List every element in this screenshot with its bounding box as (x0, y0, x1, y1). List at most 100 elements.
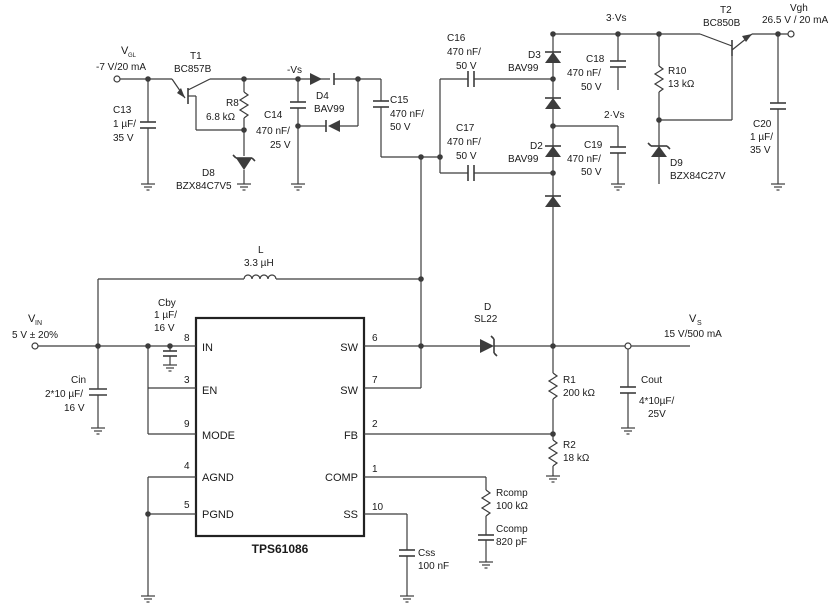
cby-value-2: 16 V (154, 323, 175, 334)
ic-body (194, 316, 366, 538)
c13-value-2: 35 V (113, 133, 134, 144)
t1-part: BC857B (174, 64, 212, 75)
css-value: 100 nF (418, 561, 449, 572)
c18-name: C18 (586, 54, 605, 65)
c19-value-2: 50 V (581, 167, 602, 178)
c20-name: C20 (753, 119, 772, 130)
positive-charge-pump (421, 30, 795, 346)
c16-name: C16 (447, 33, 466, 44)
d8-part: BZX84C7V5 (176, 181, 232, 192)
c20-value-1: 1 µF/ (750, 132, 773, 143)
pin-label-en: EN (202, 385, 217, 397)
cout-value-2: 25V (648, 409, 666, 420)
c19-value-1: 470 nF/ (567, 154, 601, 165)
d9-name: D9 (670, 158, 683, 169)
pin-label-sw7: SW (340, 385, 358, 397)
pin-number-6: 6 (372, 333, 378, 344)
pin-label-comp: COMP (325, 472, 358, 484)
vgh-name: Vgh (790, 3, 808, 14)
c17-name: C17 (456, 123, 475, 134)
d2-name: D2 (530, 141, 543, 152)
pin-number-7: 7 (372, 375, 378, 386)
c20-value-2: 35 V (750, 145, 771, 156)
c15-value-1: 470 nF/ (390, 109, 424, 120)
r8-value: 6.8 kΩ (206, 112, 236, 123)
c14-name: C14 (264, 110, 283, 121)
diode-d-value: SL22 (474, 314, 498, 325)
diode-d-name: D (484, 302, 491, 313)
d4-part: BAV99 (314, 104, 345, 115)
inductor-value: 3.3 µH (244, 258, 274, 269)
ground-symbols (91, 183, 785, 603)
r10-value: 13 kΩ (668, 79, 695, 90)
t1-name: T1 (190, 51, 202, 62)
vgh-terminal (787, 30, 795, 38)
d3-name: D3 (528, 50, 541, 61)
compensation-network (364, 476, 494, 562)
cout-name: Cout (641, 375, 662, 386)
pin-label-ss: SS (343, 509, 358, 521)
c13-value-1: 1 µF/ (113, 119, 136, 130)
r8-name: R8 (226, 98, 239, 109)
soft-start-network (364, 513, 415, 596)
t2-name: T2 (720, 5, 732, 16)
c14-value-1: 470 nF/ (256, 126, 290, 137)
pin-number-2: 2 (372, 419, 378, 430)
pin-number-1: 1 (372, 464, 378, 475)
pin-number-4: 4 (184, 461, 190, 472)
d2-part: BAV99 (508, 154, 539, 165)
c15-name: C15 (390, 95, 409, 106)
inductor-name: L (258, 245, 264, 256)
vgl-terminal (113, 75, 121, 83)
cby-name: Cby (158, 298, 176, 309)
cby-value-1: 1 µF/ (154, 310, 177, 321)
c14-value-2: 25 V (270, 140, 291, 151)
vs-terminal (624, 342, 632, 350)
vin-value: 5 V ± 20% (12, 330, 58, 341)
r1-name: R1 (563, 375, 576, 386)
pin-number-5: 5 (184, 500, 190, 511)
pin-label-agnd: AGND (202, 472, 234, 484)
capacitor-cout (620, 349, 636, 428)
d8-name: D8 (202, 168, 215, 179)
c17-value-1: 470 nF/ (447, 137, 481, 148)
pin-label-in: IN (202, 342, 213, 354)
vin-terminal (31, 342, 39, 350)
pin-label-mode: MODE (202, 430, 235, 442)
inductor-l (243, 154, 480, 389)
vgl-value: -7 V/20 mA (96, 62, 146, 73)
vgh-value: 26.5 V / 20 mA (762, 15, 828, 26)
vs-label-sub: S (697, 320, 702, 327)
ground-pins (145, 476, 196, 596)
rcomp-value: 100 kΩ (496, 501, 528, 512)
cin-value-2: 16 V (64, 403, 85, 414)
c15-value-2: 50 V (390, 122, 411, 133)
pin-number-10: 10 (372, 502, 384, 513)
two-vs-label: 2·Vs (604, 110, 625, 121)
neg-vs-label: -Vs (287, 65, 302, 76)
d9-part: BZX84C27V (670, 171, 726, 182)
ccomp-name: Ccomp (496, 524, 528, 535)
r10-name: R10 (668, 66, 687, 77)
pin-label-fb: FB (344, 430, 358, 442)
t2-part: BC850B (703, 18, 741, 29)
r2-name: R2 (563, 440, 576, 451)
vin-label-sub: IN (35, 320, 42, 327)
schottky-diode-d (480, 335, 690, 357)
negative-rail (113, 73, 421, 184)
pin-label-pgnd: PGND (202, 509, 234, 521)
vgl-label-sub: GL (128, 53, 137, 59)
vs-label: V (689, 313, 697, 325)
css-name: Css (418, 548, 435, 559)
c17-value-2: 50 V (456, 151, 477, 162)
pin-number-3: 3 (184, 375, 190, 386)
r2-value: 18 kΩ (563, 453, 590, 464)
c19-name: C19 (584, 140, 603, 151)
c18-value-2: 50 V (581, 82, 602, 93)
cout-value-1: 4*10µF/ (639, 396, 674, 407)
d4-name: D4 (316, 91, 329, 102)
feedback-divider (364, 346, 559, 476)
cin-value-1: 2*10 µF/ (45, 389, 83, 400)
